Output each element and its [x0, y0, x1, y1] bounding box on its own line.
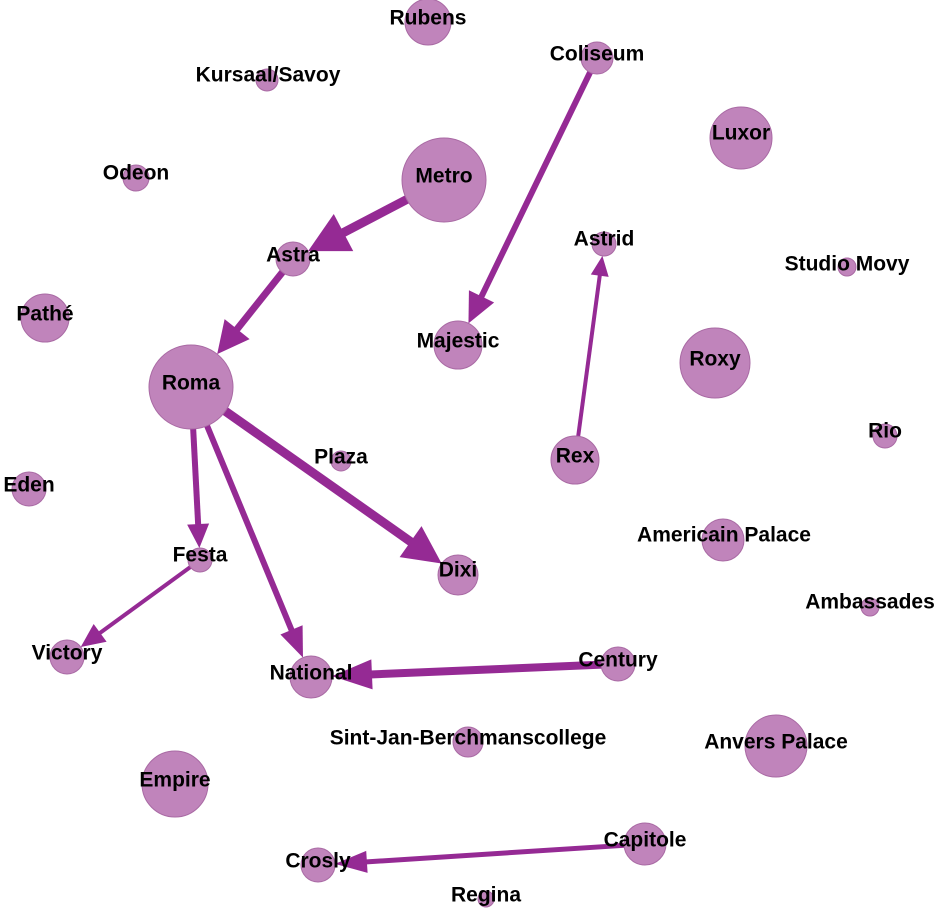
node-label-roxy: Roxy	[689, 348, 741, 371]
edge-line	[477, 65, 596, 300]
arrowhead-icon	[187, 523, 210, 549]
node-label-anvers: Anvers Palace	[704, 731, 848, 754]
node-label-victory: Victory	[32, 642, 103, 665]
edge-line	[364, 842, 633, 865]
node-festa[interactable]	[187, 547, 213, 573]
node-empire[interactable]	[141, 750, 209, 818]
node-label-rio: Rio	[868, 420, 902, 443]
node-roma[interactable]	[148, 344, 234, 430]
edge-coliseum-to-majestic	[468, 65, 596, 324]
node-label-dixi: Dixi	[439, 559, 478, 582]
node-astrid[interactable]	[591, 231, 617, 257]
edge-roma-to-national	[197, 409, 303, 658]
node-national[interactable]	[289, 655, 333, 699]
arrowhead-icon	[590, 255, 609, 277]
edge-century-to-national	[331, 659, 608, 690]
arrowhead-icon	[331, 659, 373, 690]
edge-metro-to-astra	[308, 187, 424, 252]
arrowhead-icon	[217, 319, 250, 355]
node-label-national: National	[270, 662, 353, 685]
node-label-pathe: Pathé	[16, 303, 73, 326]
arrowhead-icon	[308, 213, 354, 252]
edge-line	[574, 273, 602, 446]
edge-roma-to-festa	[187, 412, 210, 549]
node-rio[interactable]	[872, 423, 898, 449]
edge-capitole-to-crosly	[334, 842, 633, 873]
arrowhead-icon	[468, 290, 495, 324]
edge-astra-to-roma	[217, 264, 290, 355]
edge-festa-to-victory	[80, 562, 196, 647]
node-plaza[interactable]	[330, 450, 352, 472]
edges-layer	[80, 65, 633, 873]
edge-rex-to-astrid	[574, 255, 609, 446]
node-americain[interactable]	[701, 518, 745, 562]
node-eden[interactable]	[11, 471, 47, 507]
node-label-astrid: Astrid	[574, 228, 635, 251]
edge-line	[209, 397, 415, 547]
node-label-festa: Festa	[173, 544, 228, 567]
node-label-metro: Metro	[415, 165, 472, 188]
node-label-eden: Eden	[3, 474, 54, 497]
node-coliseum[interactable]	[580, 41, 614, 75]
node-label-studiomovy: Studio Movy	[785, 253, 910, 276]
node-studiomovy[interactable]	[837, 257, 857, 277]
node-label-empire: Empire	[139, 769, 210, 792]
node-anvers[interactable]	[744, 714, 808, 778]
node-label-rubens: Rubens	[389, 7, 466, 30]
node-label-americain: Americain Palace	[637, 524, 811, 547]
node-astra[interactable]	[275, 241, 311, 277]
node-crosly[interactable]	[300, 847, 336, 883]
node-dixi[interactable]	[437, 554, 479, 596]
arrowhead-icon	[80, 623, 107, 647]
node-label-plaza: Plaza	[314, 446, 368, 469]
node-odeon[interactable]	[122, 164, 150, 192]
node-label-roma: Roma	[162, 372, 221, 395]
node-rubens[interactable]	[404, 0, 452, 46]
node-label-kursaal: Kursaal/Savoy	[196, 64, 341, 87]
edge-line	[197, 409, 296, 633]
node-metro[interactable]	[401, 137, 487, 223]
node-label-coliseum: Coliseum	[550, 43, 645, 66]
node-kursaal[interactable]	[255, 68, 279, 92]
node-label-century: Century	[578, 649, 658, 672]
node-luxor[interactable]	[709, 106, 773, 170]
arrowhead-icon	[280, 625, 303, 658]
node-majestic[interactable]	[433, 320, 483, 370]
node-label-majestic: Majestic	[417, 330, 500, 353]
node-ambassades[interactable]	[860, 597, 880, 617]
node-label-luxor: Luxor	[712, 122, 770, 145]
node-victory[interactable]	[49, 639, 85, 675]
arrowhead-icon	[334, 850, 368, 873]
edge-line	[369, 660, 608, 679]
arrowhead-icon	[399, 526, 442, 564]
node-century[interactable]	[600, 646, 636, 682]
node-label-sintjan: Sint-Jan-Berchmanscollege	[330, 727, 607, 750]
node-label-ambassades: Ambassades	[805, 591, 935, 614]
node-sintjan[interactable]	[452, 726, 484, 758]
node-roxy[interactable]	[679, 327, 751, 399]
node-label-rex: Rex	[556, 445, 595, 468]
node-label-capitole: Capitole	[604, 829, 687, 852]
node-label-regina: Regina	[451, 884, 521, 907]
edge-roma-to-dixi	[209, 397, 442, 564]
nodes-layer	[11, 0, 898, 908]
node-capitole[interactable]	[623, 822, 667, 866]
node-regina[interactable]	[477, 890, 495, 908]
edge-line	[189, 412, 202, 527]
edge-line	[97, 562, 196, 636]
node-rex[interactable]	[550, 435, 600, 485]
node-label-odeon: Odeon	[103, 162, 170, 185]
edge-line	[233, 264, 290, 333]
node-label-crosly: Crosly	[285, 850, 351, 873]
node-pathe[interactable]	[20, 293, 70, 343]
node-label-astra: Astra	[266, 244, 320, 267]
